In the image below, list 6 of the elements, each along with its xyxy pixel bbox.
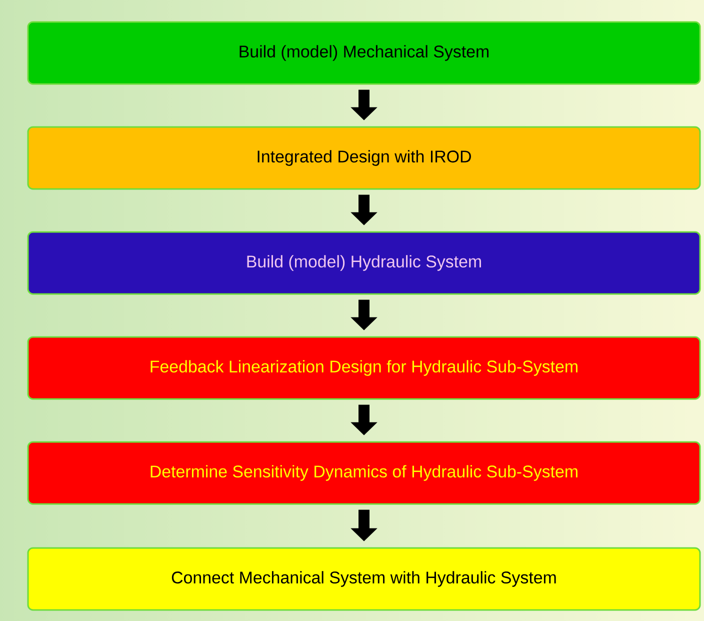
process-box: Integrated Design with IROD xyxy=(27,126,701,190)
process-box: Determine Sensitivity Dynamics of Hydraulic Sub-System xyxy=(27,441,701,505)
process-box: Build (model) Mechanical System xyxy=(27,21,701,85)
process-box: Feedback Linearization Design for Hydraulic Sub-System xyxy=(27,336,701,400)
process-box: Build (model) Hydraulic System xyxy=(27,231,701,295)
process-box: Connect Mechanical System with Hydraulic System xyxy=(27,547,701,611)
